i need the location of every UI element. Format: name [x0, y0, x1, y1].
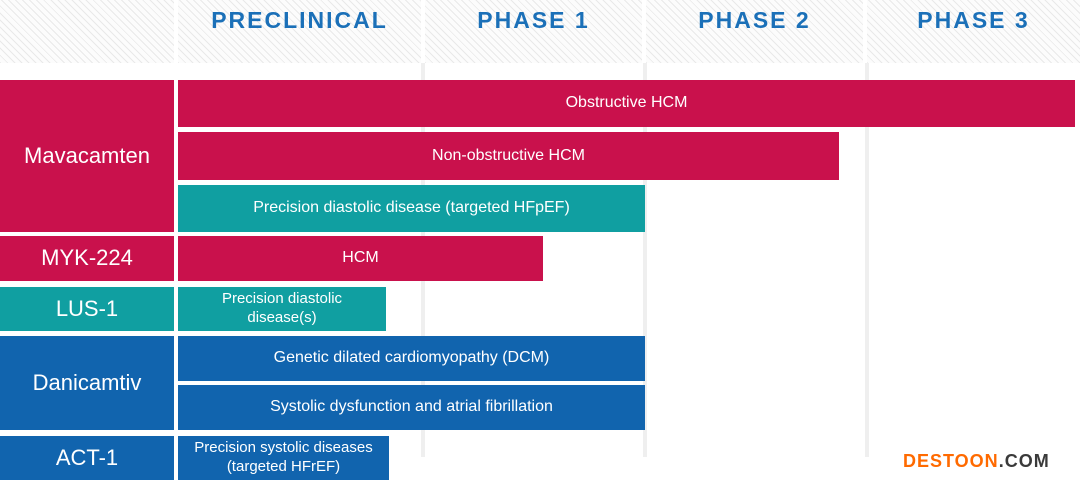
pipeline-bar-precision-systolic-diseases-targeted-hfref: Precision systolic diseases (targeted HF… [178, 436, 389, 480]
pipeline-bar-hcm: HCM [178, 236, 543, 281]
pipeline-bar-precision-diastolic-disease-targeted-hfpef: Precision diastolic disease (targeted HF… [178, 185, 645, 232]
program-label-danicamtiv: Danicamtiv [0, 336, 174, 430]
phase-header-phase-2: PHASE 2 [646, 0, 863, 63]
watermark-brand: DESTOON [903, 451, 999, 471]
phase-gridline [643, 63, 647, 457]
watermark-suffix: .COM [998, 451, 1050, 471]
watermark: DESTOON.COM [903, 451, 1050, 472]
program-label-lus-1: LUS-1 [0, 287, 174, 331]
pipeline-bar-systolic-dysfunction-and-atrial-fibrillation: Systolic dysfunction and atrial fibrilla… [178, 385, 645, 430]
pipeline-bar-non-obstructive-hcm: Non-obstructive HCM [178, 132, 839, 180]
pipeline-bar-obstructive-hcm: Obstructive HCM [178, 80, 1075, 127]
pipeline-bar-genetic-dilated-cardiomyopathy-dcm: Genetic dilated cardiomyopathy (DCM) [178, 336, 645, 381]
header-corner-cell [0, 0, 174, 63]
phase-gridline [865, 63, 869, 457]
program-label-mavacamten: Mavacamten [0, 80, 174, 232]
pipeline-bar-precision-diastolic-disease-s: Precision diastolic disease(s) [178, 287, 386, 331]
program-label-act-1: ACT-1 [0, 436, 174, 480]
phase-header-phase-1: PHASE 1 [425, 0, 642, 63]
program-label-myk-224: MYK-224 [0, 236, 174, 281]
phase-header-phase-3: PHASE 3 [867, 0, 1080, 63]
phase-header-preclinical: PRECLINICAL [178, 0, 421, 63]
